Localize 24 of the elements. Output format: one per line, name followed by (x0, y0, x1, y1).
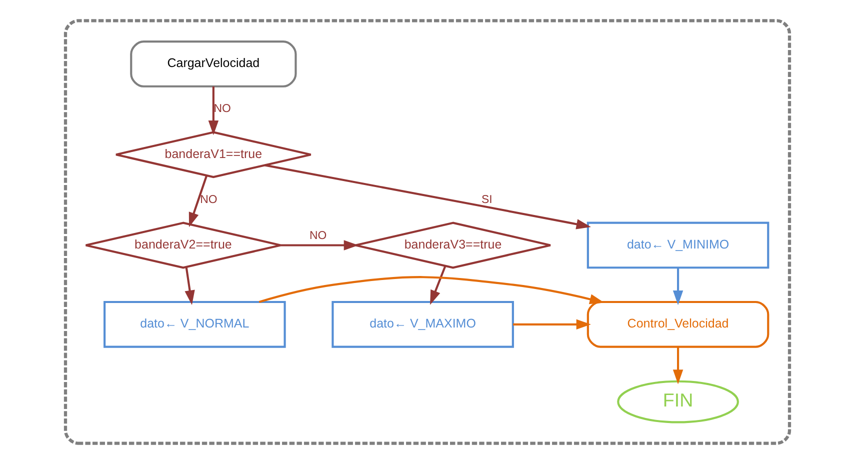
node-diamond: banderaV3==true (354, 222, 551, 269)
cluster (63, 19, 791, 445)
edge-label: SI (480, 194, 492, 206)
arrow (208, 86, 218, 136)
node-diamond: banderaV2==true (84, 222, 282, 269)
edge-label: NO (213, 103, 230, 116)
arrow (512, 319, 590, 330)
node-box: dato← V_MINIMO (586, 222, 769, 269)
arrow (184, 266, 194, 305)
arrow (188, 175, 208, 228)
arrow (672, 268, 683, 306)
edge-label: NO (309, 230, 326, 242)
arrow (280, 240, 358, 250)
arrow (430, 266, 446, 305)
arrow (264, 164, 590, 230)
node-box: Control_Velocidad (586, 300, 769, 348)
arrow (258, 276, 604, 304)
node-box: CargarVelocidad (130, 40, 296, 88)
node-ellipse: FIN (616, 380, 738, 424)
edge-label: NO (200, 194, 217, 206)
node-diamond: banderaV1==true (114, 131, 312, 178)
node-box: dato← V_MAXIMO (331, 300, 514, 348)
node-box: dato← V_NORMAL (103, 300, 286, 348)
arrow (672, 346, 683, 384)
